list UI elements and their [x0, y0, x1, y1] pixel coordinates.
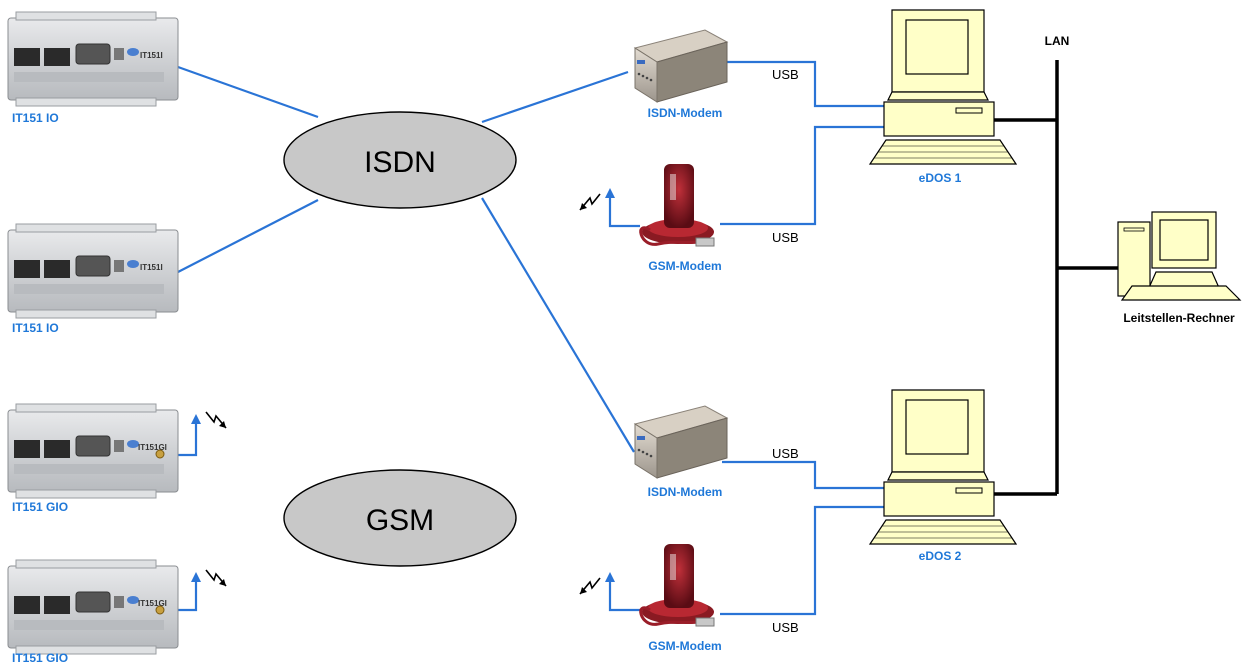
pc-edos-1	[869, 9, 1017, 165]
usb-label-4: USB	[772, 620, 799, 635]
label-gsm-modem-1: GSM-Modem	[648, 259, 721, 273]
label-edos-1: eDOS 1	[919, 171, 962, 185]
link-usb-1	[725, 60, 884, 108]
lightning-icon	[205, 569, 227, 587]
svg-text:IT151GI: IT151GI	[138, 443, 167, 452]
link-io2-isdn	[177, 199, 319, 273]
usb-label-3: USB	[772, 446, 799, 461]
isdn-modem-2	[634, 405, 728, 479]
link-isdn-modem2	[481, 197, 635, 453]
antenna-gsm2	[608, 580, 640, 612]
link-usb-2	[720, 125, 884, 226]
usb-label-2: USB	[772, 230, 799, 245]
link-usb-3	[722, 460, 884, 490]
label-it151-gio-1: IT151 GIO	[12, 500, 68, 514]
svg-text:IT151GI: IT151GI	[138, 599, 167, 608]
pc-edos-2	[869, 389, 1017, 545]
lightning-icon	[205, 411, 227, 429]
label-isdn-modem-1: ISDN-Modem	[648, 106, 723, 120]
link-usb-4	[720, 505, 884, 616]
usb-label-1: USB	[772, 67, 799, 82]
label-it151-io-1: IT151 IO	[12, 111, 59, 125]
lightning-icon	[579, 193, 601, 211]
plc-it151-io-2: IT151I	[7, 223, 179, 319]
isdn-label: ISDN	[364, 146, 436, 179]
svg-text:IT151I: IT151I	[140, 51, 163, 60]
svg-text:IT151I: IT151I	[140, 263, 163, 272]
gsm-label: GSM	[366, 504, 434, 537]
gsm-modem-1	[639, 162, 716, 248]
plc-it151-gio-2: IT151GI	[7, 559, 179, 655]
label-control-center: Leitstellen-Rechner	[1123, 311, 1235, 325]
gsm-modem-2	[639, 542, 716, 628]
lightning-icon	[579, 577, 601, 595]
lan-label: LAN	[1045, 34, 1070, 48]
isdn-modem-1	[634, 29, 728, 103]
link-io1-isdn	[177, 65, 319, 119]
link-isdn-modem1	[481, 70, 629, 124]
gsm-network	[283, 469, 517, 567]
label-isdn-modem-2: ISDN-Modem	[648, 485, 723, 499]
plc-it151-io-1: IT151I	[7, 11, 179, 107]
label-it151-io-2: IT151 IO	[12, 321, 59, 335]
antenna-gsm1	[608, 196, 640, 228]
label-it151-gio-2: IT151 GIO	[12, 651, 68, 665]
pc-control-center	[1117, 211, 1242, 301]
label-gsm-modem-2: GSM-Modem	[648, 639, 721, 653]
isdn-network	[283, 111, 517, 209]
label-edos-2: eDOS 2	[919, 549, 962, 563]
plc-it151-gio-1: IT151GI	[7, 403, 179, 499]
